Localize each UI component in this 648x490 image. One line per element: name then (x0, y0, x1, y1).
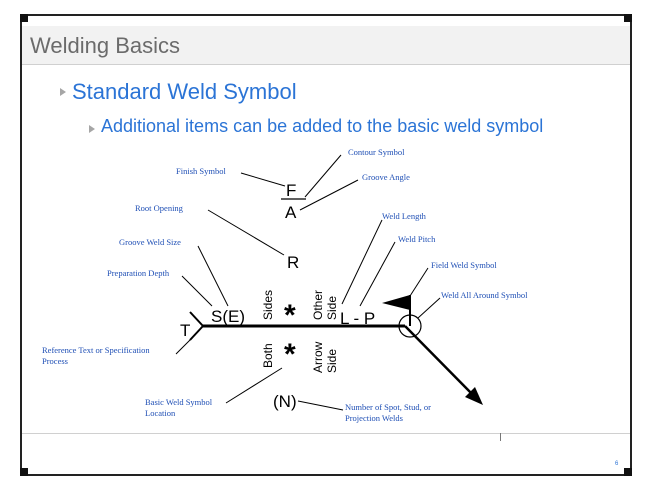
callout-weld-pitch: Weld Pitch (398, 234, 436, 244)
callout-labels: Contour Symbol Finish Symbol Groove Angl… (42, 147, 528, 423)
leader-line (297, 400, 344, 411)
slide-border-right (630, 14, 632, 476)
leader-line (359, 241, 396, 307)
callout-reference-text-line-2: Process (42, 356, 68, 366)
callout-groove-angle: Groove Angle (362, 172, 410, 182)
symbol-letters: F A R S(E) T * * L - P (N) Sides Both Ot… (180, 181, 375, 411)
corner-marker (20, 14, 28, 22)
arrow-label: Arrow (311, 341, 325, 373)
title-bar (22, 26, 630, 65)
bullet-marker-icon (60, 88, 66, 96)
leader-line (175, 337, 193, 355)
arrow-line (404, 325, 476, 398)
corner-marker (624, 14, 632, 22)
bullet-level-1: Standard Weld Symbol (72, 79, 297, 104)
leader-line (181, 275, 213, 307)
callout-groove-weld-size: Groove Weld Size (119, 237, 181, 247)
callout-field-weld-symbol: Field Weld Symbol (431, 260, 497, 270)
leader-line (417, 297, 441, 319)
callout-weld-all-around: Weld All Around Symbol (441, 290, 528, 300)
slide-border-top (20, 14, 632, 16)
number-of-welds-label: (N) (273, 392, 297, 411)
leader-line (197, 245, 229, 307)
arrow-side-symbol-location: * (284, 338, 296, 371)
finish-letter: F (286, 181, 296, 200)
bullet-level-2: Additional items can be added to the bas… (101, 116, 544, 136)
callout-preparation-depth: Preparation Depth (107, 268, 170, 278)
length-pitch-label: L - P (340, 309, 375, 328)
leader-line (409, 267, 429, 297)
tail-lower (189, 325, 204, 341)
slide-title: Welding Basics (30, 33, 180, 58)
callout-number-of-welds: Number of Spot, Stud, or (345, 402, 431, 412)
other-label: Other (311, 290, 325, 320)
callout-number-of-welds-line-2: Projection Welds (345, 413, 403, 423)
tail-text-letter: T (180, 321, 190, 340)
bullet-marker-icon (89, 125, 95, 133)
leader-line (225, 367, 283, 404)
root-opening-letter: R (287, 253, 299, 272)
footer-tick (500, 433, 501, 441)
sides-label: Sides (261, 290, 275, 320)
callout-weld-length: Weld Length (382, 211, 427, 221)
groove-angle-letter: A (285, 203, 297, 222)
leader-line (299, 179, 359, 211)
leader-line (304, 154, 342, 198)
weld-symbol (189, 198, 483, 405)
footer-divider (22, 433, 630, 434)
other-side-label: Side (325, 296, 339, 320)
page-number: 6 (615, 461, 619, 467)
callout-basic-weld-symbol-location: Basic Weld Symbol (145, 397, 213, 407)
leader-lines (175, 154, 441, 411)
both-label: Both (261, 343, 275, 368)
slide-border-left (20, 14, 22, 476)
size-label: S(E) (211, 307, 245, 326)
leader-line (240, 172, 286, 187)
leader-line (207, 209, 285, 256)
callout-finish-symbol: Finish Symbol (176, 166, 226, 176)
arrow-side-label: Side (325, 349, 339, 373)
callout-contour-symbol: Contour Symbol (348, 147, 405, 157)
callout-root-opening: Root Opening (135, 203, 184, 213)
other-side-symbol-location: * (284, 299, 296, 332)
arrowhead-icon (465, 387, 483, 405)
callout-basic-weld-symbol-location-line-2: Location (145, 408, 176, 418)
field-weld-flag-icon (382, 295, 410, 310)
slide-border-bottom (20, 474, 632, 476)
tail-upper (189, 311, 204, 327)
corner-marker (20, 468, 28, 476)
corner-marker (624, 468, 632, 476)
leader-line (341, 219, 383, 305)
callout-reference-text: Reference Text or Specification (42, 345, 150, 355)
